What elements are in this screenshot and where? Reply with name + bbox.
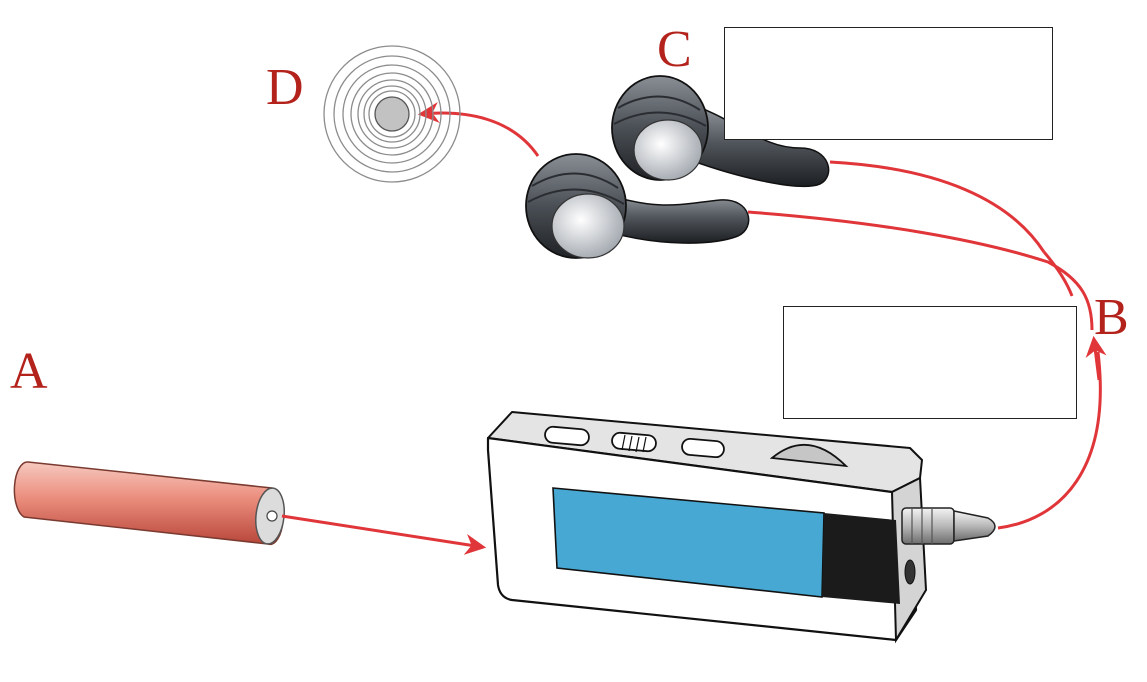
cable-lower (747, 210, 1094, 331)
label-d: D (266, 59, 304, 116)
answer-box-middle[interactable] (783, 306, 1077, 419)
cable-junction (1042, 251, 1074, 297)
battery-to-player-arrow (281, 514, 487, 555)
label-a: A (10, 343, 48, 400)
label-b: B (1094, 289, 1129, 346)
cable-from-jack (997, 351, 1102, 530)
battery-icon (13, 461, 285, 546)
label-c: C (657, 21, 692, 78)
sound-waves-icon (323, 45, 461, 183)
cable-upper (829, 160, 1046, 253)
earbud-to-sound-arrow (417, 102, 540, 157)
mp3-player-icon (486, 411, 996, 644)
earbuds-icon (525, 75, 830, 259)
answer-box-top[interactable] (724, 27, 1053, 140)
cable-arrow (1085, 335, 1107, 381)
